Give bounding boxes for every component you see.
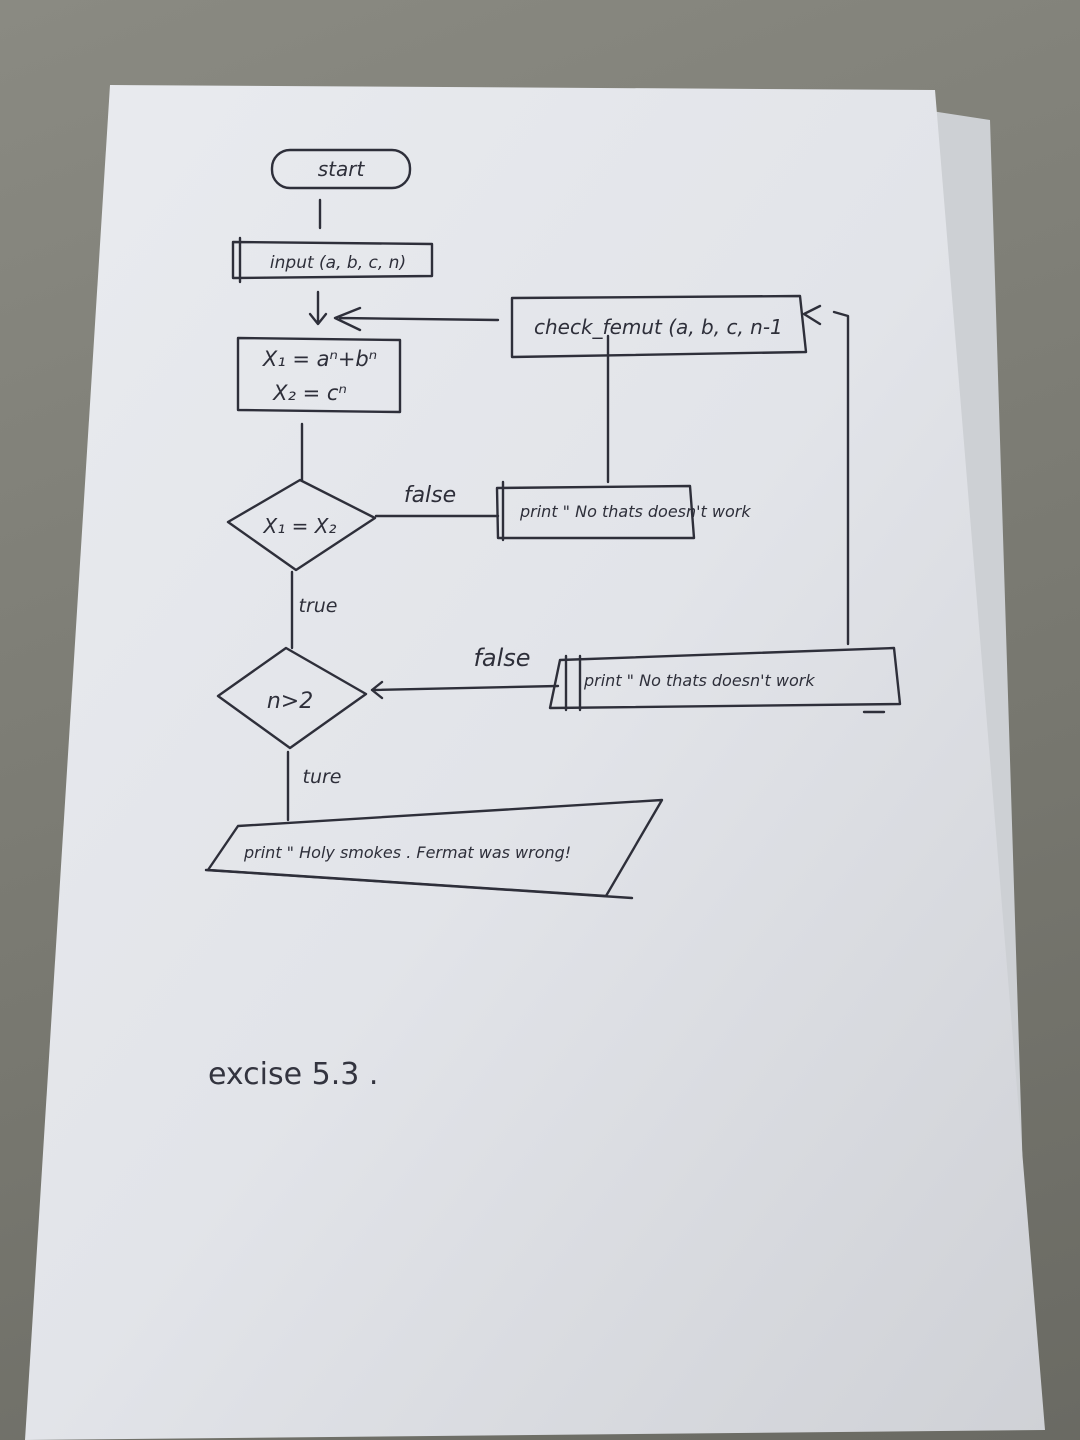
decision2-label: n>2 xyxy=(267,689,313,714)
input-node: input (a, b, c, n) xyxy=(231,236,434,284)
decision2-node: n>2 xyxy=(216,646,368,750)
edge-decision2-false xyxy=(370,680,560,700)
decision1-label: X₁ = X₂ xyxy=(263,514,337,538)
start-label: start xyxy=(318,157,366,181)
assign-node: X₁ = aⁿ+bⁿ X₂ = cⁿ xyxy=(236,336,402,414)
input-label: input (a, b, c, n) xyxy=(270,253,406,273)
check-label: check_femut (a, b, c, n-1 xyxy=(534,315,783,339)
arrow-input-assign xyxy=(308,290,328,326)
true-label-1: true xyxy=(299,595,338,617)
false-label-2: false xyxy=(473,644,530,672)
print-no-label-2: print " No thats doesn't work xyxy=(583,671,815,690)
assign-line2: X₂ = cⁿ xyxy=(272,381,347,405)
exercise-caption: excise 5.3 . xyxy=(208,1057,378,1092)
start-node: start xyxy=(270,148,412,190)
paper xyxy=(25,85,1045,1440)
decision1-node: X₁ = X₂ xyxy=(226,478,377,572)
assign-line1: X₁ = aⁿ+bⁿ xyxy=(262,347,377,371)
arrow-check-to-assign xyxy=(333,306,500,332)
edge-loop-to-check xyxy=(802,304,850,646)
check-node: check_femut (a, b, c, n-1 xyxy=(510,294,808,359)
print-no-node-2: print " No thats doesn't work xyxy=(548,646,902,712)
print-holy-node: print " Holy smokes . Fermat was wrong! xyxy=(204,798,664,900)
true-label-2: ture xyxy=(303,766,342,788)
print-no-node-1: print " No thats doesn't work xyxy=(495,480,751,542)
print-holy-label: print " Holy smokes . Fermat was wrong! xyxy=(243,843,571,862)
print-no-label-1: print " No thats doesn't work xyxy=(519,502,751,521)
false-label-1: false xyxy=(404,483,456,508)
